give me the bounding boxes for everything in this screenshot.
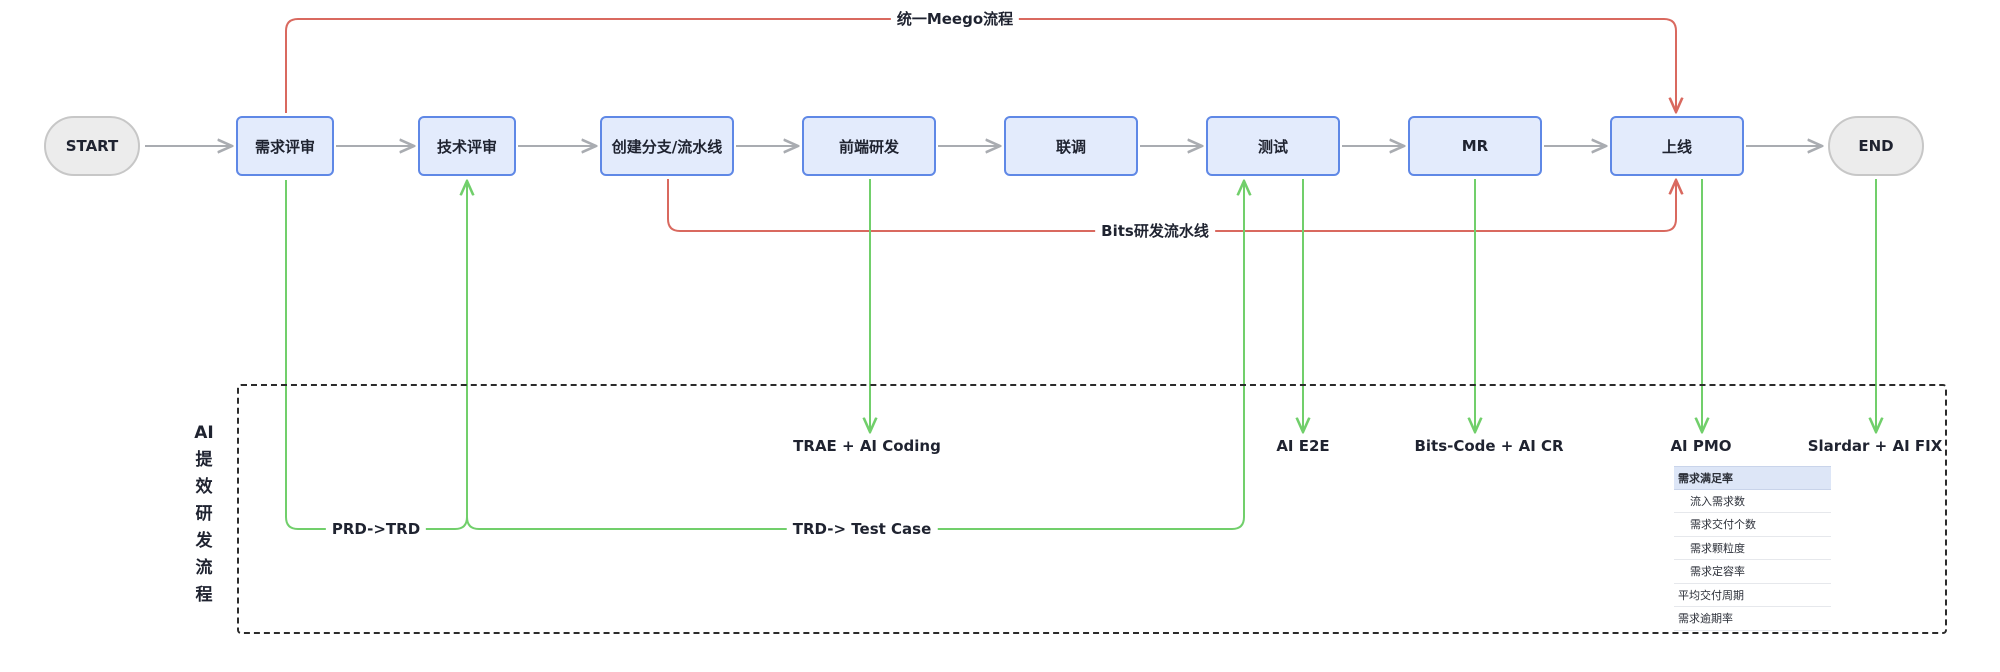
metrics-row: 需求逾期率 bbox=[1674, 607, 1831, 631]
step-integration: 联调 bbox=[1004, 116, 1138, 176]
ai-coding-label: TRAE + AI Coding bbox=[793, 437, 941, 455]
metrics-row: 需求颗粒度 bbox=[1674, 537, 1831, 560]
step-tech-review: 技术评审 bbox=[418, 116, 516, 176]
ai-title-char: 流 bbox=[195, 558, 213, 578]
start-node: START bbox=[44, 116, 140, 176]
step-requirement-review: 需求评审 bbox=[236, 116, 334, 176]
ai-pmo-label: AI PMO bbox=[1670, 437, 1732, 455]
ai-title-char: 程 bbox=[195, 585, 213, 605]
step-merge-request: MR bbox=[1408, 116, 1542, 176]
metrics-header: 需求满足率 bbox=[1674, 466, 1831, 490]
trd-test-case-label: TRD-> Test Case bbox=[786, 519, 938, 539]
ai-cr-label: Bits-Code + AI CR bbox=[1414, 437, 1564, 455]
step-frontend-dev: 前端研发 bbox=[802, 116, 936, 176]
trd-test-line bbox=[466, 181, 1244, 530]
ai-title-char: 发 bbox=[195, 531, 213, 551]
metrics-row: 需求交付个数 bbox=[1674, 513, 1831, 537]
end-node: END bbox=[1828, 116, 1924, 176]
meego-flow-line bbox=[285, 18, 1676, 113]
ai-title-char: 研 bbox=[195, 504, 213, 524]
meego-flow-label: 统一Meego流程 bbox=[890, 9, 1020, 29]
ai-title-char: 提 bbox=[195, 450, 213, 470]
metrics-row: 平均交付周期 bbox=[1674, 584, 1831, 607]
ai-title-char: 效 bbox=[195, 477, 213, 497]
step-testing: 测试 bbox=[1206, 116, 1340, 176]
ai-process-title: AI 提 效 研 发 流 程 bbox=[192, 420, 216, 609]
ai-process-region bbox=[237, 384, 1947, 634]
step-release: 上线 bbox=[1610, 116, 1744, 176]
ai-fix-label: Slardar + AI FIX bbox=[1807, 437, 1943, 455]
bits-pipeline-label: Bits研发流水线 bbox=[1095, 221, 1215, 241]
prd-trd-label: PRD->TRD bbox=[325, 519, 427, 539]
ai-title-char: AI bbox=[194, 423, 214, 443]
step-create-branch-pipeline: 创建分支/流水线 bbox=[600, 116, 734, 176]
metrics-row: 流入需求数 bbox=[1674, 490, 1831, 513]
metrics-table: 需求满足率 流入需求数 需求交付个数 需求颗粒度 需求定容率 平均交付周期 需求… bbox=[1674, 466, 1831, 631]
ai-e2e-label: AI E2E bbox=[1276, 437, 1330, 455]
metrics-row: 需求定容率 bbox=[1674, 560, 1831, 584]
